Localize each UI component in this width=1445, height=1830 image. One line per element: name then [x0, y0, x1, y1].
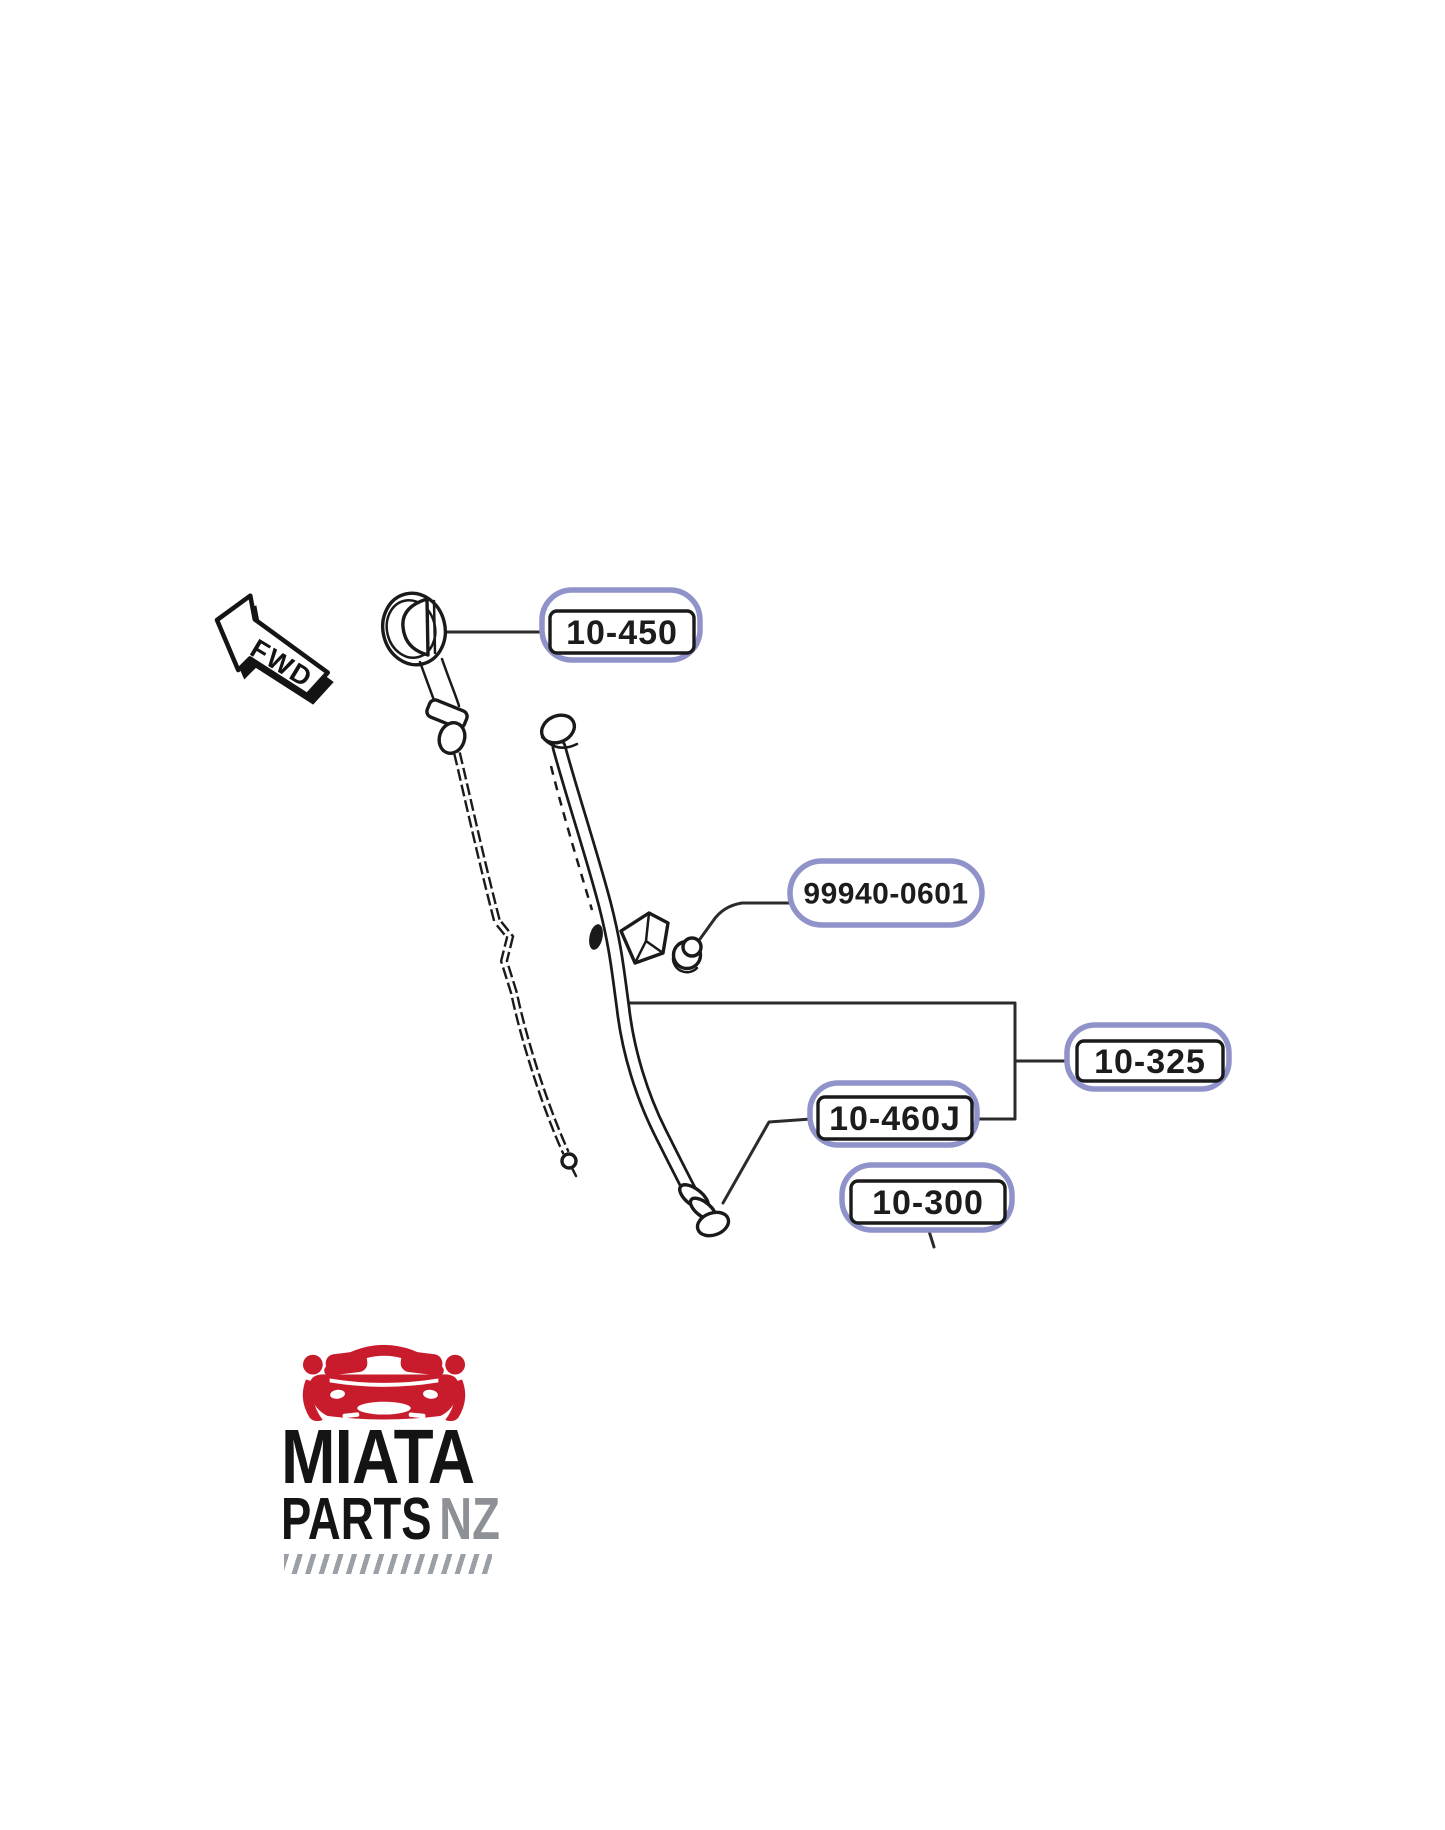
logo-word-parts: PARTS [281, 1486, 432, 1552]
oil-dipstick-drawing [380, 591, 578, 1178]
fwd-arrow-face [214, 593, 331, 698]
dipstick-blade-outline [453, 752, 570, 1155]
fwd-direction-arrow: FWD [214, 593, 334, 705]
miata-car-icon [302, 1344, 466, 1422]
oil-level-gauge-pipe-drawing [539, 713, 731, 1238]
dipstick-blade-tip [560, 1152, 578, 1170]
bolt-drawing [671, 936, 703, 974]
part-label-10-300[interactable]: 10-300 [839, 1162, 1015, 1233]
pipe-bracket [619, 911, 670, 965]
bolt-washer-arc [671, 956, 699, 974]
label-box [849, 1179, 1007, 1225]
logo-stripes [284, 1554, 492, 1574]
label-box [1075, 1039, 1225, 1083]
logo-word-nz: NZ [439, 1486, 500, 1552]
highlight-capsule[interactable] [787, 858, 985, 928]
part-number-text: 10-460J [829, 1100, 961, 1138]
dipstick-handle-slot-bar [432, 599, 437, 655]
part-number-text: 10-300 [872, 1184, 984, 1222]
logo-word-miata: MIATA [281, 1414, 475, 1500]
label-box [816, 1095, 974, 1141]
dipstick-blade-core [455, 752, 568, 1154]
dipstick-ferrule [437, 721, 467, 755]
pipe-cap-lip [540, 735, 579, 749]
pipe-tube-core [554, 742, 696, 1198]
o-ring [695, 1210, 731, 1238]
label-box [548, 609, 696, 655]
dipstick-handle-slot [401, 597, 430, 657]
part-label-10-325[interactable]: 10-325 [1064, 1022, 1232, 1092]
logo-row-parts-nz: PARTS NZ [281, 1490, 500, 1549]
leader-line-10-300 [927, 1229, 936, 1249]
pipe-bracket-fold [633, 911, 665, 965]
dipstick-neck-right [440, 657, 461, 708]
pipe-hidden-line [549, 765, 594, 911]
part-label-99940-0601[interactable]: 99940-0601 [787, 858, 985, 928]
pipe-top-cap [539, 713, 577, 745]
leader-line-99940-0601 [698, 901, 797, 941]
dipstick-collar [425, 698, 469, 730]
part-number-text: 99940-0601 [803, 878, 968, 911]
part-label-10-450[interactable]: 10-450 [539, 587, 703, 663]
bolt-head [681, 936, 703, 958]
dipstick-tip-tail [570, 1166, 578, 1178]
pipe-bracket-tab [589, 924, 603, 950]
leader-line-10-460j [721, 1117, 813, 1205]
part-number-text: 10-450 [566, 614, 678, 652]
part-label-10-460j[interactable]: 10-460J [807, 1080, 980, 1148]
leader-lines [441, 630, 1072, 1249]
part-number-text: 10-325 [1094, 1043, 1206, 1081]
